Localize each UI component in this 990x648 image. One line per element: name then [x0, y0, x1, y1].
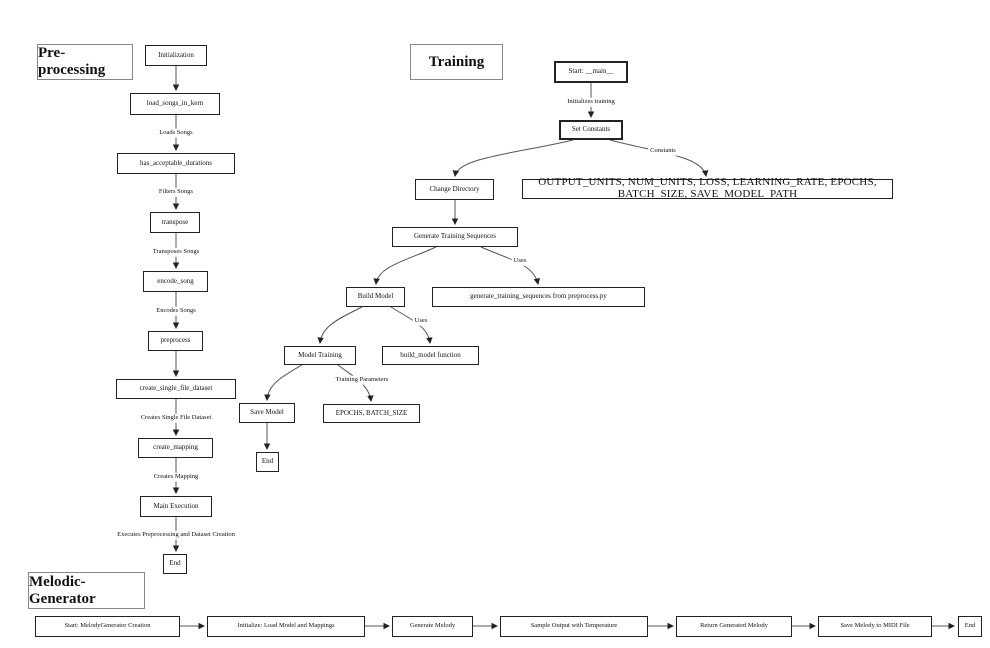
node-model-training: Model Training: [284, 346, 356, 365]
node-mg-generate-melody: Generate Melody: [392, 616, 473, 637]
node-mg-return-melody: Return Generated Melody: [676, 616, 792, 637]
edge-label-loads-songs: Loads Songs: [157, 128, 195, 138]
node-preprocessing-end: End: [163, 554, 187, 574]
section-title-melodic-generator: Melodic-Generator: [28, 572, 145, 609]
node-mg-initialize: Initialize: Load Model and Mappings: [207, 616, 365, 637]
section-title-training: Training: [410, 44, 503, 80]
node-generate-training-sequences-from: generate_training_sequences from preproc…: [432, 287, 645, 307]
node-build-model-function: build_model function: [382, 346, 479, 365]
node-mg-save-midi: Save Melody to MIDI File: [818, 616, 932, 637]
edge-label-uses-sequences: Uses: [511, 256, 529, 266]
edge-label-constants: Constants: [648, 146, 678, 156]
node-create-single-file-dataset: create_single_file_dataset: [116, 379, 236, 399]
node-create-mapping: create_mapping: [138, 438, 213, 458]
node-start-main: Start: __main__: [554, 61, 628, 83]
edge-modeltraining-savemodel: [264, 364, 303, 401]
edge-label-initializes-training: Initializes training: [565, 97, 617, 107]
edge-label-creates-single-file-dataset: Creates Single File Dataset: [138, 413, 214, 423]
node-mg-end: End: [958, 616, 982, 637]
edge-label-executes: Executes Preprocessing and Dataset Creat…: [115, 530, 237, 540]
node-constants-list: OUTPUT_UNITS, NUM_UNITS, LOSS, LEARNING_…: [522, 177, 893, 200]
node-set-constants: Set Constants: [559, 120, 623, 140]
edge-setconstants-constants: [609, 139, 709, 177]
edge-label-creates-mapping: Creates Mapping: [151, 472, 201, 482]
node-mg-sample-output: Sample Output with Temperature: [500, 616, 648, 637]
edge-label-transposes-songs: Transposes Songs: [150, 247, 202, 257]
edge-label-training-parameters: Training Parameters: [333, 375, 391, 385]
node-main-execution: Main Execution: [140, 496, 212, 517]
edge-gts-buildmodel: [373, 246, 437, 285]
node-mg-start: Start: MelodyGenerator Creation: [35, 616, 180, 637]
edge-label-filters-songs: Filters Songs: [156, 187, 196, 197]
edge-label-encodes-songs: Encodes Songs: [154, 306, 198, 316]
edge-gts-genseq: [480, 246, 541, 285]
node-load-songs-in-kern: load_songs_in_kern: [130, 93, 220, 115]
node-save-model: Save Model: [239, 403, 295, 423]
node-epochs-batch-size: EPOCHS, BATCH_SIZE: [323, 404, 420, 423]
node-preprocess: preprocess: [148, 331, 203, 351]
edge-label-uses-build: Uses: [412, 316, 430, 326]
node-transpose: transpose: [150, 212, 200, 233]
node-change-directory: Change Directory: [415, 179, 494, 200]
node-initialization: Initialization: [145, 45, 207, 66]
node-encode-song: encode_song: [143, 271, 208, 292]
edge-buildmodel-modeltraining: [317, 306, 363, 344]
edge-setconstants-changedir: [452, 139, 574, 177]
node-has-acceptable-durations: has_acceptable_durations: [117, 153, 235, 174]
node-build-model: Build Model: [346, 287, 405, 307]
node-training-end: End: [256, 452, 279, 472]
section-title-preprocessing: Pre-processing: [37, 44, 133, 80]
node-generate-training-sequences: Generate Training Sequences: [392, 227, 518, 247]
